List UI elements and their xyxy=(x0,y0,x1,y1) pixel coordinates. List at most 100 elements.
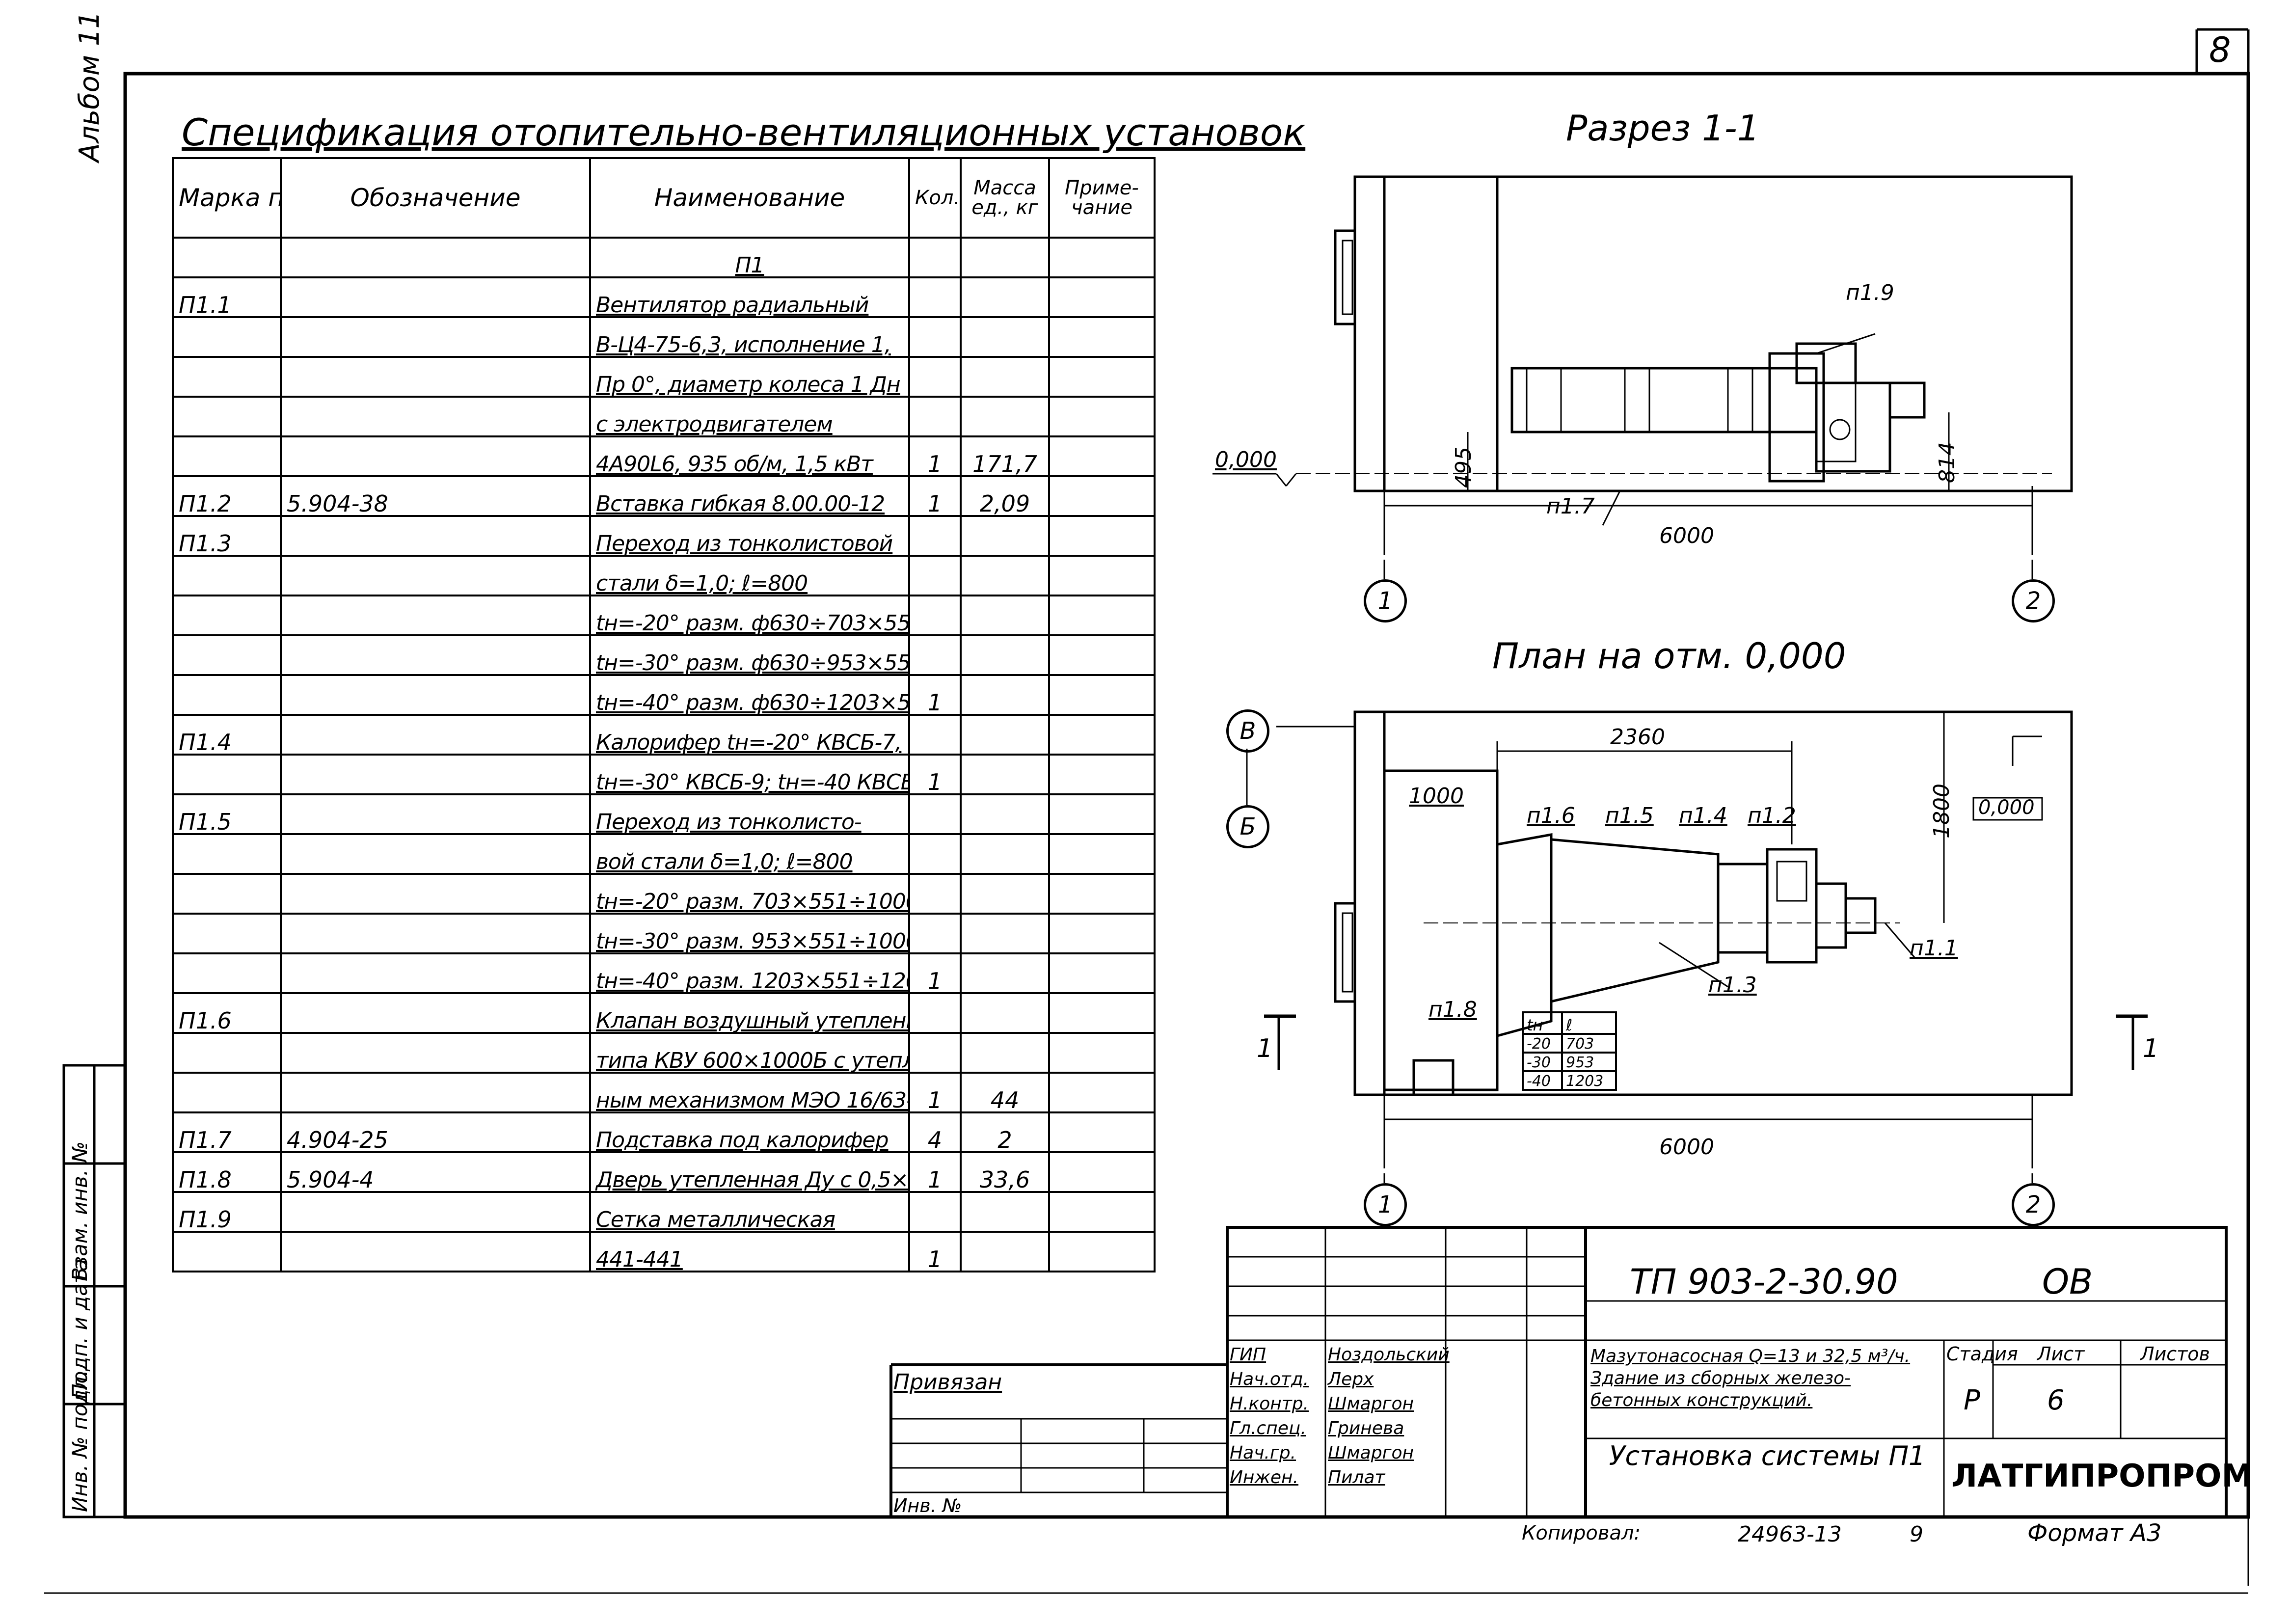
spec-cell-name: Подставка под калорифер xyxy=(589,1111,910,1153)
stamp-code: ТП 903-2-30.90 xyxy=(1630,1262,1898,1302)
spec-cell-name: tн=-30° разм. 953×551÷1000×600 xyxy=(589,913,910,954)
spec-cell-note xyxy=(1048,952,1156,994)
stamp-person: Шмаргон xyxy=(1328,1443,1414,1463)
spec-cell-des xyxy=(280,913,591,954)
spec-cell-pos xyxy=(172,952,282,994)
spec-cell-name: tн=-40° разм. 1203×551÷1200×600 xyxy=(589,952,910,994)
spec-row: В-Ц4-75-6,3, исполнение 1, xyxy=(172,316,1156,358)
header-name: Наименование xyxy=(589,157,910,239)
spec-cell-des xyxy=(280,674,591,716)
stamp-linked: Привязан xyxy=(893,1370,1002,1395)
spec-cell-des xyxy=(280,316,591,358)
spec-row: tн=-40° разм. 1203×551÷1200×6001 xyxy=(172,952,1156,994)
spec-cell-qty xyxy=(908,555,962,596)
section-axis-1: 1 xyxy=(1364,579,1407,623)
footer-format: Формат А3 xyxy=(2027,1519,2162,1547)
spec-cell-name: 441-441 xyxy=(589,1231,910,1272)
spec-cell-mass xyxy=(960,276,1050,318)
spec-cell-qty: 1 xyxy=(908,1072,962,1113)
spec-cell-mass xyxy=(960,515,1050,557)
spec-cell-qty xyxy=(908,1032,962,1074)
stamp-stage: Р xyxy=(1964,1384,1980,1416)
spec-cell-note xyxy=(1048,913,1156,954)
spec-cell-pos xyxy=(172,356,282,398)
spec-cell-name: tн=-20° разм. 703×551÷1000×600 xyxy=(589,873,910,915)
spec-cell-qty: 1 xyxy=(908,754,962,795)
spec-cell-pos: П1.4 xyxy=(172,714,282,756)
section-level: 0,000 xyxy=(1215,447,1277,472)
plan-label-p11: п1.1 xyxy=(1910,936,1958,961)
spec-cell-qty xyxy=(908,276,962,318)
plan-label-p18: п1.8 xyxy=(1428,997,1477,1022)
stamp-role-row: Инжен.Пилат xyxy=(1230,1465,1524,1490)
spec-cell-des xyxy=(280,237,591,278)
stamp-role-row: Гл.спец.Гринева xyxy=(1230,1416,1524,1441)
spec-cell-note xyxy=(1048,674,1156,716)
stamp-sheets-header: Листов xyxy=(2140,1343,2210,1365)
plan-label-p15: п1.5 xyxy=(1605,803,1654,828)
plan-label-p16: п1.6 xyxy=(1527,803,1575,828)
spec-cell-name: Дверь утепленная Ду с 0,5×1,25 xyxy=(589,1151,910,1193)
cut-mark-right: 1 xyxy=(2143,1034,2159,1063)
spec-cell-pos: П1.9 xyxy=(172,1191,282,1233)
spec-row: tн=-30° разм. 953×551÷1000×600 xyxy=(172,913,1156,954)
stamp-role: Гл.спец. xyxy=(1230,1418,1306,1438)
spec-cell-des xyxy=(280,515,591,557)
spec-cell-qty: 1 xyxy=(908,1231,962,1272)
spec-cell-name: Переход из тонколисто- xyxy=(589,793,910,835)
spec-cell-qty xyxy=(908,1191,962,1233)
spec-cell-des xyxy=(280,1032,591,1074)
spec-cell-note xyxy=(1048,515,1156,557)
spec-cell-note xyxy=(1048,992,1156,1034)
spec-cell-name: с электродвигателем xyxy=(589,396,910,437)
side-label-inv: Инв. № подл. xyxy=(68,1370,92,1512)
spec-cell-qty xyxy=(908,833,962,875)
spec-cell-mass xyxy=(960,714,1050,756)
spec-cell-qty xyxy=(908,873,962,915)
plan-axis-b: Б xyxy=(1226,805,1269,848)
stamp-mark: ОВ xyxy=(2042,1262,2093,1302)
spec-cell-name: tн=-40° разм. ф630÷1203×551 xyxy=(589,674,910,716)
plan-axis-2: 2 xyxy=(2012,1183,2055,1226)
section-axis-2: 2 xyxy=(2012,579,2055,623)
plan-level: 0,000 xyxy=(1978,796,2035,819)
spec-cell-note xyxy=(1048,1032,1156,1074)
spec-cell-pos: П1.7 xyxy=(172,1111,282,1153)
spec-cell-name: вой стали δ=1,0; ℓ=800 xyxy=(589,833,910,875)
spec-cell-name: Вентилятор радиальный xyxy=(589,276,910,318)
header-note: Приме- чание xyxy=(1048,157,1156,239)
header-pos: Марка поз. xyxy=(172,157,282,239)
plan-label-p13: п1.3 xyxy=(1708,973,1757,998)
stamp-person: Пилат xyxy=(1328,1467,1385,1488)
spec-cell-qty: 1 xyxy=(908,1151,962,1193)
mini-head-t: tн xyxy=(1522,1011,1563,1035)
sheet-number: 8 xyxy=(2209,30,2231,70)
stamp-person: Шмаргон xyxy=(1328,1394,1414,1414)
spec-cell-note xyxy=(1048,1072,1156,1113)
spec-row: стали δ=1,0; ℓ=800 xyxy=(172,555,1156,596)
spec-cell-pos xyxy=(172,913,282,954)
stamp-role-row: Нач.отд.Лерх xyxy=(1230,1367,1524,1392)
spec-row: ным механизмом МЭО 16/63-025144 xyxy=(172,1072,1156,1113)
spec-cell-pos xyxy=(172,833,282,875)
spec-row: с электродвигателем xyxy=(172,396,1156,437)
spec-cell-des xyxy=(280,873,591,915)
spec-cell-mass xyxy=(960,316,1050,358)
spec-cell-qty xyxy=(908,714,962,756)
spec-cell-pos xyxy=(172,634,282,676)
spec-cell-note xyxy=(1048,1151,1156,1193)
cut-mark-left: 1 xyxy=(1257,1034,1273,1063)
spec-cell-mass xyxy=(960,595,1050,636)
spec-cell-mass: 171,7 xyxy=(960,435,1050,477)
spec-cell-des xyxy=(280,396,591,437)
spec-cell-note xyxy=(1048,634,1156,676)
header-qty: Кол. xyxy=(908,157,962,239)
footer-number: 24963-13 xyxy=(1738,1522,1842,1547)
spec-cell-pos: П1.6 xyxy=(172,992,282,1034)
spec-cell-mass: 2 xyxy=(960,1111,1050,1153)
spec-cell-pos xyxy=(172,754,282,795)
